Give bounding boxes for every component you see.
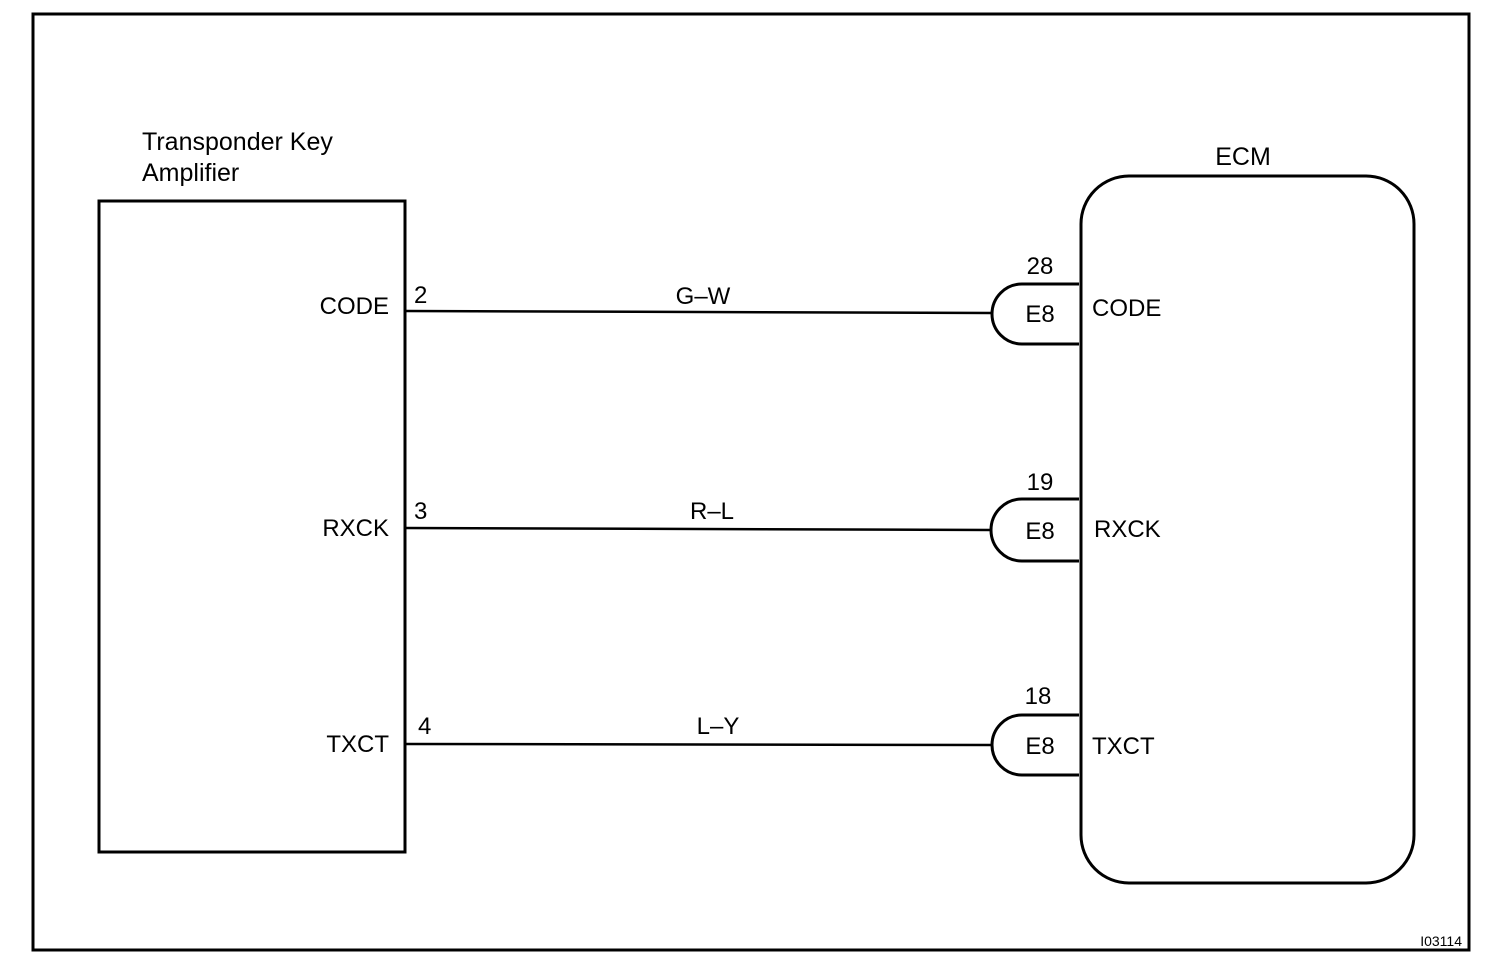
amp-pin-number: 2 [414, 282, 427, 309]
amp-signal-label: CODE [320, 293, 389, 320]
connector-label: E8 [1025, 733, 1054, 760]
amplifier-title-line1: Transponder Key [142, 128, 333, 156]
wire-line [404, 742, 993, 747]
wire-color-label: L–Y [697, 713, 740, 740]
wire-color-label: G–W [676, 283, 731, 310]
transponder-key-amplifier: Transponder Key Amplifier [97, 128, 407, 854]
ecm-signal-label: RXCK [1094, 516, 1161, 543]
wire-color-label: R–L [690, 498, 734, 525]
connector-shape [990, 713, 1079, 777]
ecm-signal-label: TXCT [1092, 733, 1155, 760]
amp-pin-number: 4 [418, 713, 431, 740]
figure-id: I03114 [1420, 933, 1462, 949]
ecm-pin-number: 18 [1025, 683, 1052, 710]
ecm-box [1079, 174, 1416, 885]
wire-line [404, 309, 993, 315]
diagram-frame [31, 12, 1471, 952]
connector-shape [989, 497, 1079, 563]
ecm-title: ECM [1215, 143, 1271, 171]
ecm-pin-number: 28 [1027, 253, 1054, 280]
connector-label: E8 [1025, 518, 1054, 545]
ecm-signal-label: CODE [1092, 295, 1161, 322]
wire-code: CODE 2 G–W 28 E8 CODE [320, 253, 1161, 346]
amp-signal-label: TXCT [326, 731, 389, 758]
wire-txct: TXCT 4 L–Y 18 E8 TXCT [326, 683, 1155, 777]
amplifier-title-line2: Amplifier [142, 159, 239, 187]
connector-shape [990, 282, 1079, 346]
amp-signal-label: RXCK [322, 515, 389, 542]
connector-label: E8 [1025, 301, 1054, 328]
amplifier-box [97, 199, 407, 854]
wire-rxck: RXCK 3 R–L 19 E8 RXCK [322, 469, 1161, 563]
ecm-pin-number: 19 [1027, 469, 1054, 496]
amp-pin-number: 3 [414, 498, 427, 525]
ecm: ECM [1079, 143, 1416, 885]
wire-line [404, 526, 993, 532]
